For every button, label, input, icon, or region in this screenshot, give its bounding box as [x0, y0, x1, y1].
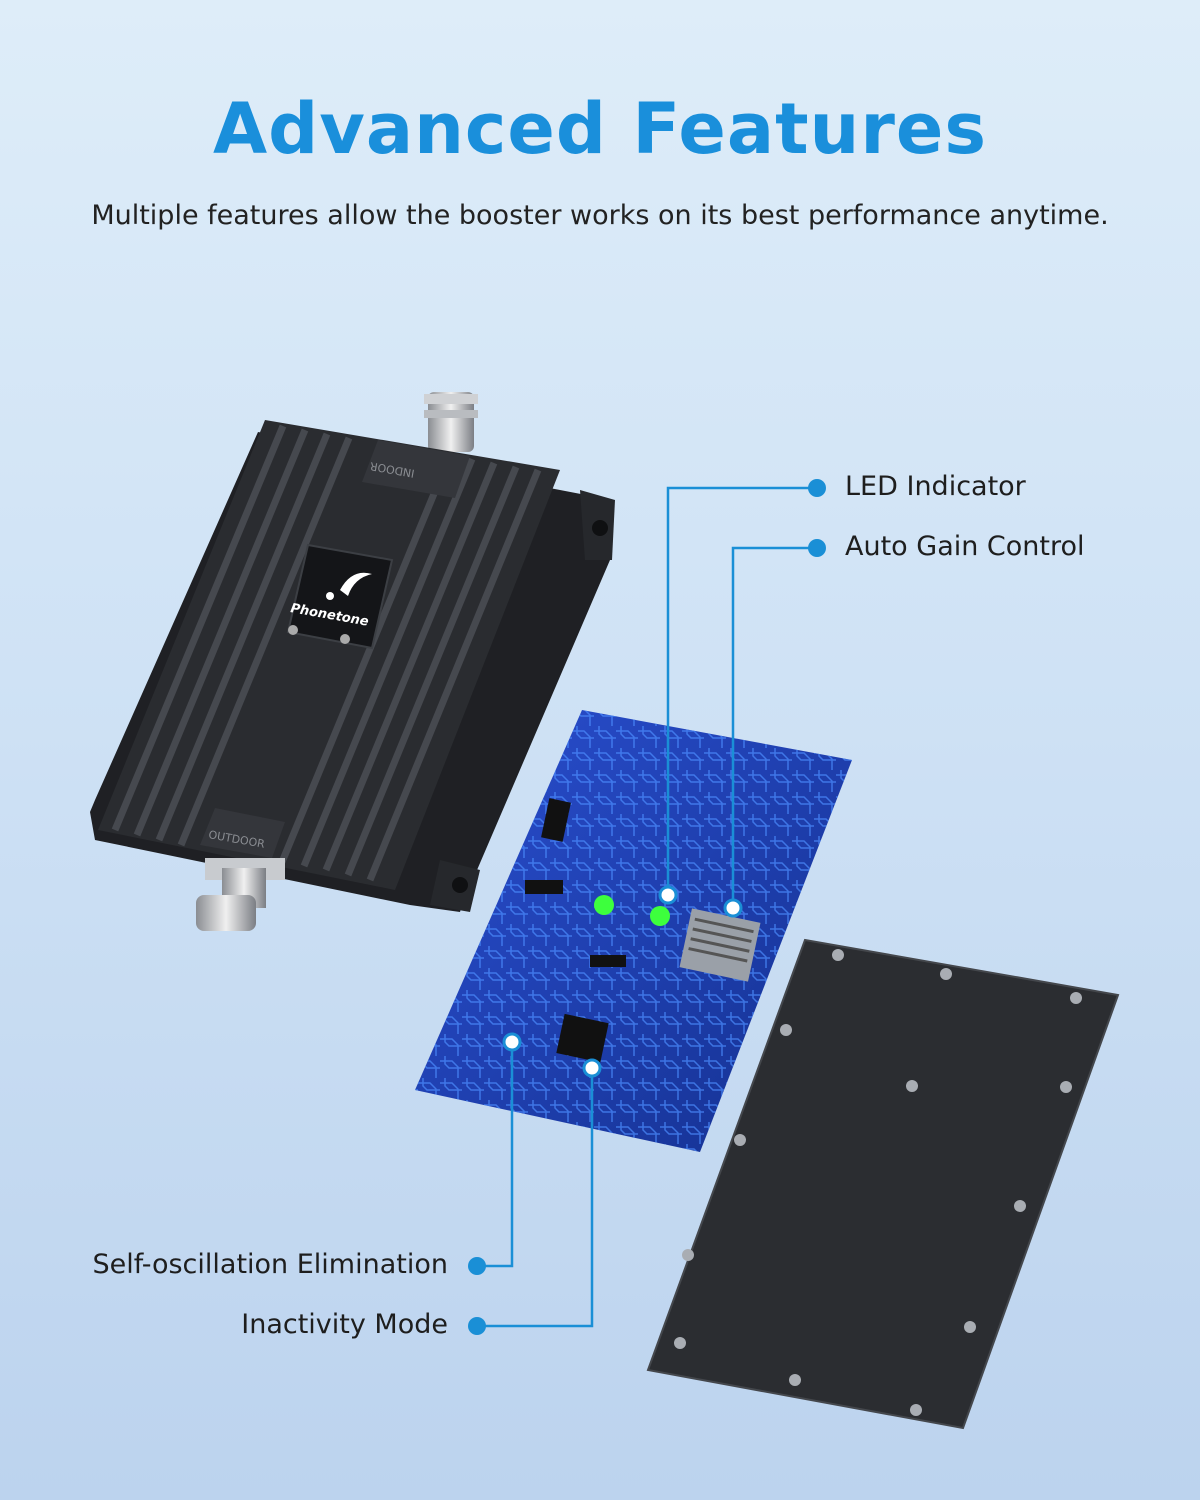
led-green-2	[650, 906, 670, 926]
booster-device: INDOOR OUTDOOR Phonetone	[90, 420, 615, 912]
cover-plate	[646, 938, 1120, 1430]
callout-dot-inactivity	[468, 1317, 486, 1335]
target-marker-self-osc	[502, 1032, 522, 1052]
led-green-1	[594, 895, 614, 915]
callout-lines	[477, 486, 817, 1328]
page-title: Advanced Features	[212, 88, 988, 170]
callout-dot-self-osc	[468, 1257, 486, 1275]
callout-dot-agc	[808, 539, 826, 557]
callout-dot-led	[808, 479, 826, 497]
callout-led-indicator: LED Indicator	[845, 471, 1026, 502]
target-marker-led	[658, 885, 678, 905]
callout-inactivity-mode: Inactivity Mode	[241, 1309, 448, 1340]
callout-self-oscillation-elimination: Self-oscillation Elimination	[92, 1249, 448, 1280]
callout-auto-gain-control: Auto Gain Control	[845, 531, 1085, 562]
target-marker-agc	[723, 898, 743, 918]
brand-logo: Phonetone	[286, 543, 394, 650]
outdoor-connector	[196, 858, 285, 931]
indoor-connector	[424, 392, 478, 452]
target-marker-inactivity	[582, 1058, 602, 1078]
page-subtitle: Multiple features allow the booster work…	[91, 200, 1109, 231]
circuit-board	[415, 710, 852, 1152]
